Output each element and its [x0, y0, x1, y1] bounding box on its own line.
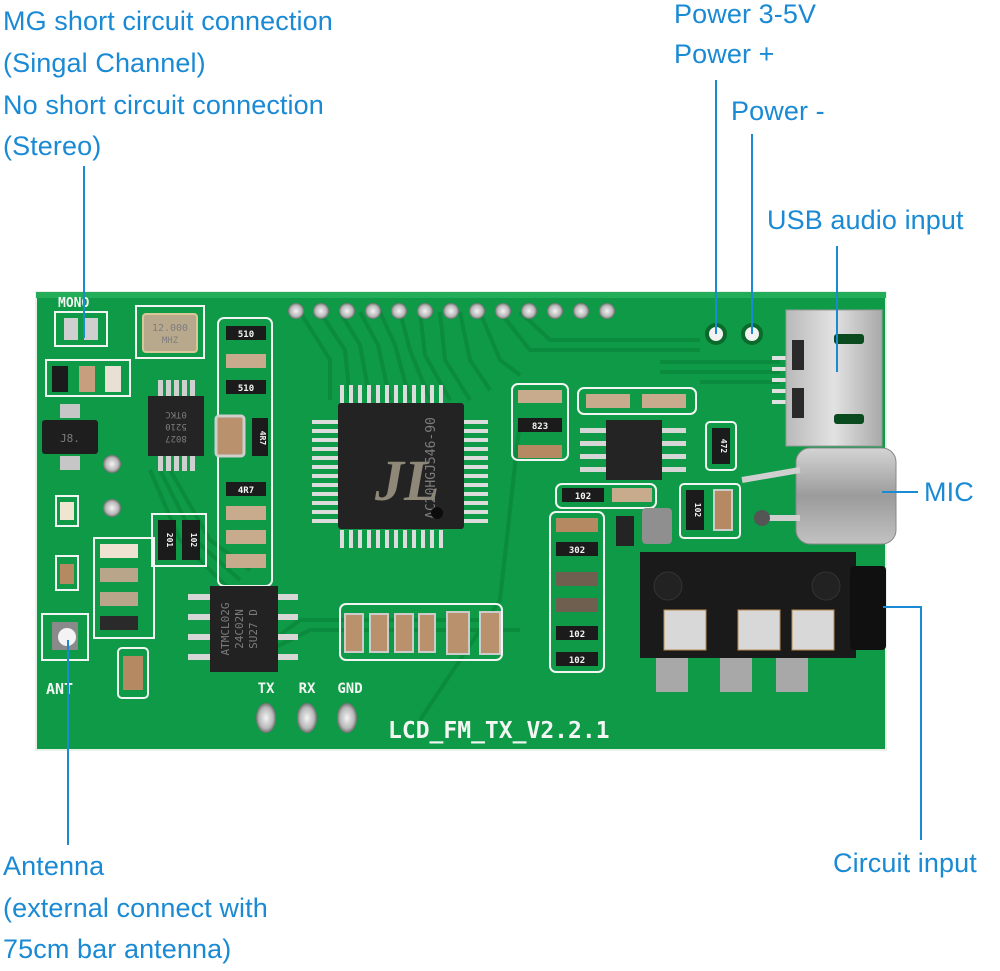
- mono-jumper: MONO: [54, 296, 108, 347]
- mono-annotation-line-2: (Singal Channel): [3, 48, 206, 78]
- power-minus-label: Power -: [731, 96, 825, 126]
- power-pads: [705, 323, 763, 345]
- antenna-label-line-2: (external connect with: [3, 893, 268, 923]
- svg-text:12.000: 12.000: [152, 323, 188, 334]
- gnd-pad: [337, 703, 357, 733]
- svg-text:472: 472: [719, 439, 728, 454]
- mono-annotation-line-3: No short circuit connection: [3, 90, 324, 120]
- svg-text:8027: 8027: [165, 433, 187, 443]
- circuit-input-leader-horizontal: [883, 606, 921, 608]
- svg-text:24C02N: 24C02N: [233, 609, 246, 649]
- svg-text:201: 201: [165, 533, 174, 548]
- svg-text:102: 102: [569, 656, 585, 666]
- main-processor-chip: JL AC20HGJ546-90: [312, 385, 488, 548]
- uart-header: TX RX GND: [256, 681, 363, 733]
- antenna-label-line-3: 75cm bar antenna): [3, 934, 232, 964]
- microphone-capsule: [741, 447, 897, 545]
- mono-leader-line: [83, 166, 85, 338]
- eeprom-chip: ATMCL02G 24C02N SU27 D: [188, 586, 298, 672]
- jl-logo: JL: [374, 448, 439, 513]
- svg-text:AC20HGJ546-90: AC20HGJ546-90: [424, 417, 439, 519]
- svg-text:510: 510: [238, 330, 254, 340]
- svg-text:J8.: J8.: [60, 432, 80, 445]
- circuit-input-label: Circuit input: [833, 848, 977, 878]
- power-range-label: Power 3-5V: [674, 0, 817, 29]
- svg-text:4R7: 4R7: [238, 486, 254, 496]
- svg-text:SU27 D: SU27 D: [247, 609, 260, 649]
- antenna-label-line-1: Antenna: [3, 851, 105, 881]
- svg-text:510: 510: [238, 384, 254, 394]
- svg-text:102: 102: [189, 533, 198, 548]
- svg-text:102: 102: [569, 630, 585, 640]
- svg-text:302: 302: [569, 546, 585, 556]
- resistor-pair: 201 102: [151, 513, 207, 567]
- tx-pad: [256, 703, 276, 733]
- audio-jack: [640, 552, 886, 692]
- resistor-column: 510 510 4R7 4R7: [214, 317, 273, 587]
- mono-annotation-line-4: (Stereo): [3, 131, 102, 161]
- chip-pins: [312, 385, 488, 548]
- usb-leader-line: [836, 246, 838, 372]
- mono-annotation-line-1: MG short circuit connection: [3, 6, 333, 36]
- ant-silk-label: ANT: [46, 680, 73, 698]
- power-minus-leader-line: [751, 134, 753, 334]
- crystal-oscillator: 12.000 MHZ: [135, 305, 205, 359]
- mic-leader-line: [882, 491, 918, 493]
- rx-pad: [297, 703, 317, 733]
- small-ic: 8027 5210 0TKC: [148, 380, 204, 471]
- rx-silk-label: RX: [299, 681, 316, 697]
- antenna-pad: ANT: [41, 613, 89, 698]
- right-passives: 823 102 302 102 102 472 102: [511, 383, 741, 673]
- board-version-label: LCD_FM_TX_V2.2.1: [388, 718, 610, 744]
- svg-text:MHZ: MHZ: [162, 336, 179, 346]
- svg-text:4R7: 4R7: [258, 431, 267, 446]
- svg-text:5210: 5210: [165, 421, 187, 431]
- tx-silk-label: TX: [258, 681, 275, 697]
- mic-label: MIC: [924, 477, 974, 507]
- left-passives: J8.: [42, 359, 155, 699]
- svg-text:102: 102: [575, 492, 591, 502]
- power-plus-leader-line: [715, 80, 717, 334]
- circuit-input-leader-vertical: [920, 606, 922, 840]
- svg-text:0TKC: 0TKC: [165, 409, 187, 419]
- micro-usb-connector: [772, 309, 883, 447]
- antenna-leader-line: [67, 640, 69, 845]
- mono-silk-label: MONO: [58, 296, 89, 311]
- svg-text:102: 102: [693, 503, 702, 518]
- lcd-header-pins: [288, 303, 615, 319]
- power-plus-label: Power +: [674, 39, 775, 69]
- gnd-silk-label: GND: [337, 681, 362, 697]
- capacitor-row: [339, 603, 503, 661]
- usb-audio-input-label: USB audio input: [767, 205, 964, 235]
- svg-text:ATMCL02G: ATMCL02G: [219, 603, 232, 656]
- svg-text:823: 823: [532, 422, 548, 432]
